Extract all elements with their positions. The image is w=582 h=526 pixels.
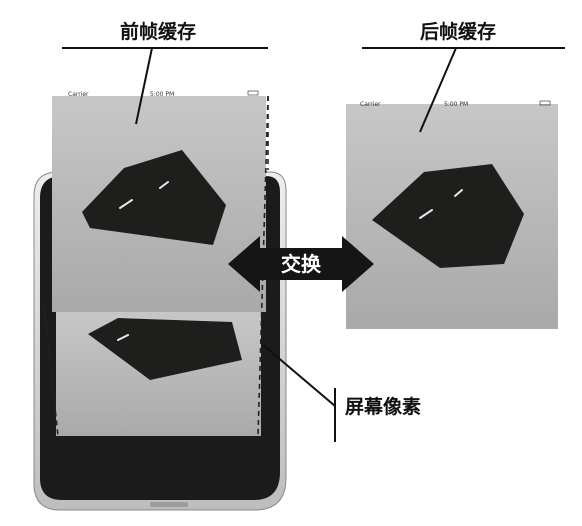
back-buffer-highlight	[419, 189, 463, 219]
back-buffer-panel: Carrier 5:00 PM	[346, 100, 558, 329]
screen-pixels-label-group: 屏幕像素	[261, 343, 421, 442]
back-buffer-leader	[419, 47, 457, 133]
front-buffer-carrier: Carrier	[68, 91, 89, 98]
front-buffer-panel: Carrier 5:00 PM	[52, 90, 266, 312]
front-buffer-shape	[82, 150, 226, 245]
swap-arrow-shape	[228, 236, 374, 292]
back-buffer-shape	[372, 164, 524, 268]
projection-lines	[43, 95, 269, 437]
swap-label: 交换	[281, 252, 322, 276]
back-buffer-battery-icon	[539, 100, 551, 106]
phone-dock-port	[150, 502, 188, 507]
front-buffer-highlight	[119, 181, 169, 209]
swap-arrow: 交换	[228, 236, 374, 292]
back-buffer-label-group: 后帧缓存	[362, 20, 565, 133]
projection-line-left	[43, 303, 59, 437]
phone-screen-shape	[88, 318, 242, 380]
phone-screen-highlight	[117, 334, 129, 341]
front-buffer-label-group: 前帧缓存	[62, 20, 268, 125]
back-buffer-carrier: Carrier	[360, 101, 381, 108]
back-buffer-label: 后帧缓存	[420, 20, 496, 43]
projection-line-right	[257, 95, 269, 437]
back-buffer-time: 5:00 PM	[444, 101, 468, 108]
front-buffer-leader	[135, 47, 153, 125]
front-buffer-label: 前帧缓存	[120, 20, 196, 43]
front-buffer-time: 5:00 PM	[150, 91, 174, 98]
screen-pixels-leader	[261, 343, 336, 407]
front-buffer-battery-icon	[247, 90, 259, 96]
screen-pixels-label: 屏幕像素	[345, 395, 421, 418]
